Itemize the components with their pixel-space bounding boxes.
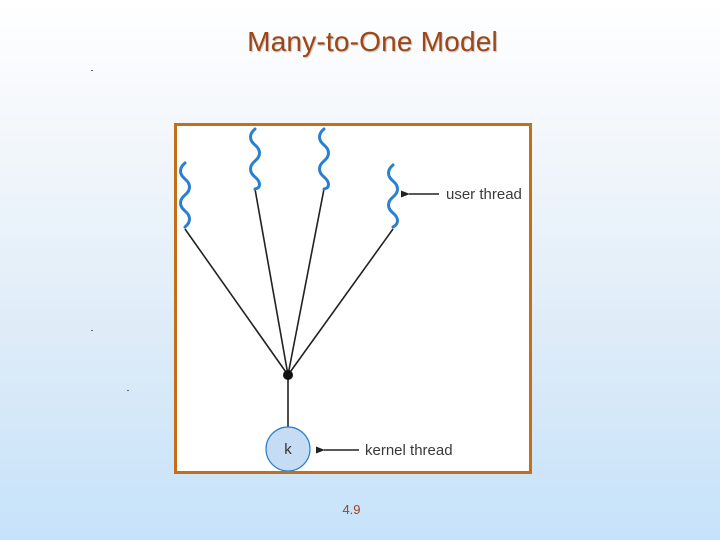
thread-connector	[254, 188, 289, 376]
diagram-canvas: k user thread kernel thread	[179, 127, 522, 471]
stray-mark	[127, 390, 129, 391]
kernel-thread-node	[265, 426, 311, 471]
stray-mark	[91, 330, 93, 331]
user-thread-squiggle	[179, 161, 191, 229]
thread-connector	[184, 228, 289, 376]
thread-connector	[287, 228, 394, 376]
slide-title: Many-to-One Model	[247, 26, 498, 57]
junction-point	[283, 370, 293, 380]
kernel-thread-label: kernel thread	[365, 442, 453, 459]
kernel-node-label: k	[284, 441, 292, 458]
page-number: 4.9	[342, 502, 361, 517]
many-to-one-diagram: k user thread kernel thread	[174, 123, 532, 474]
thread-connector	[287, 188, 325, 376]
user-thread-squiggle	[318, 127, 330, 191]
user-thread-squiggle	[387, 163, 399, 229]
user-thread-squiggle	[249, 127, 261, 191]
stray-mark	[91, 70, 93, 71]
user-thread-label: user thread	[446, 186, 522, 203]
